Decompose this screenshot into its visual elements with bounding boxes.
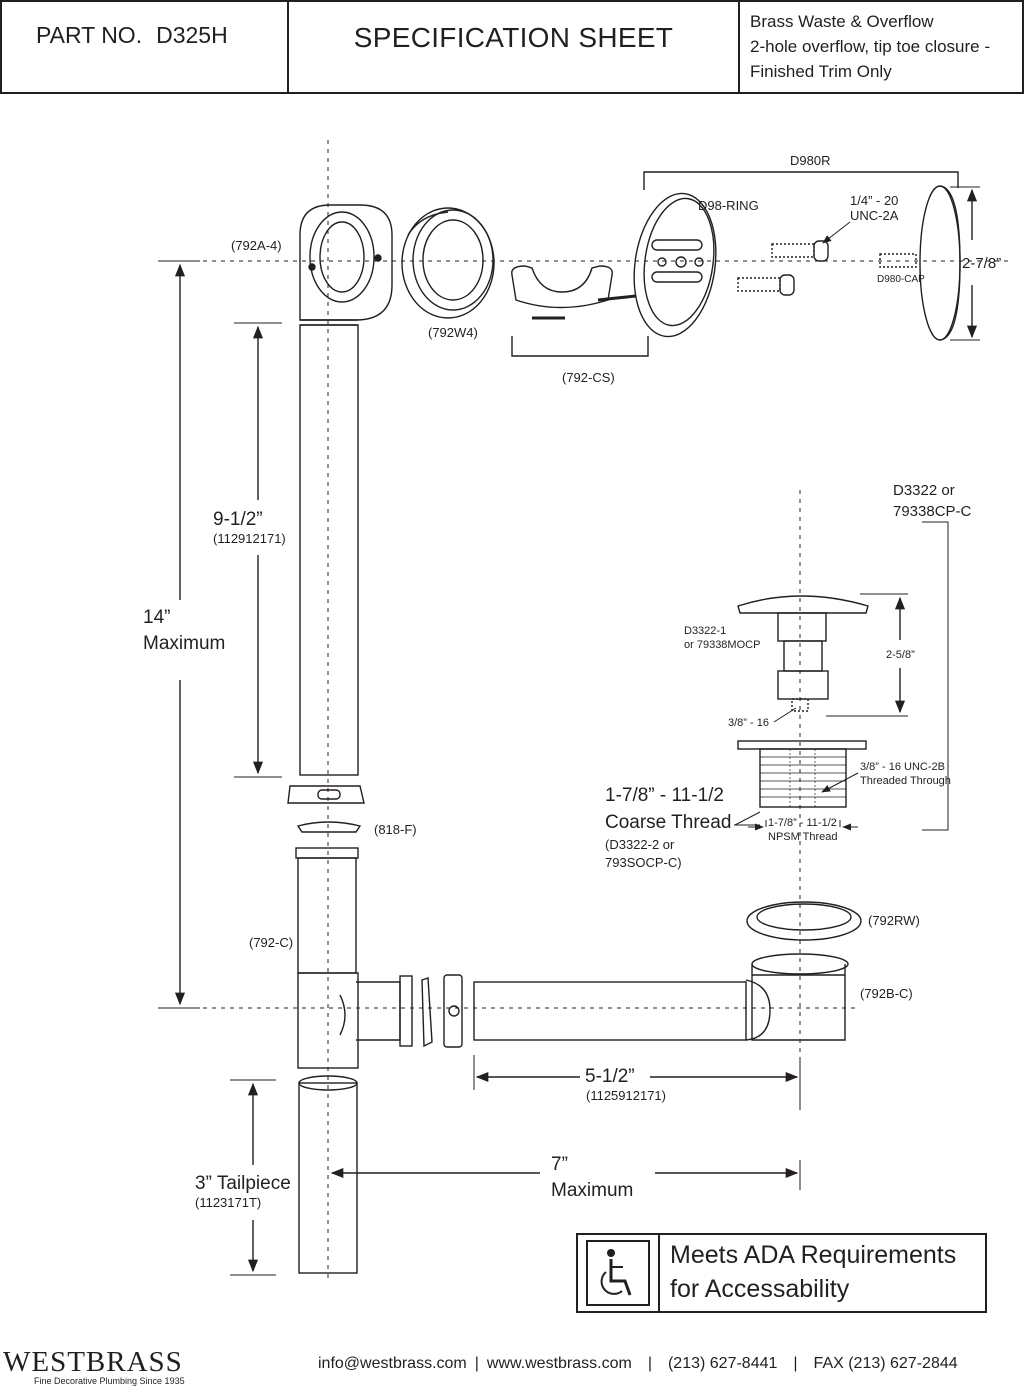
- elbow-792a4: [299, 204, 393, 326]
- label-818f: (818-F): [374, 822, 417, 837]
- label-dim-14: 14”: [143, 607, 170, 628]
- screw-top: [771, 240, 829, 262]
- label-screw-1: 1/4” - 20: [850, 193, 898, 208]
- label-dim-278: 2-7/8”: [962, 255, 1001, 272]
- label-792cs: (792-CS): [562, 370, 615, 385]
- label-d33221-1: D3322-1: [684, 625, 726, 637]
- stopper-d3322: [737, 595, 869, 712]
- label-tail-2: (1123171T): [195, 1195, 261, 1210]
- label-dim-14-sub: Maximum: [143, 633, 225, 654]
- label-792bc: (792B-C): [860, 986, 913, 1001]
- label-dim-7-sub: Maximum: [551, 1180, 633, 1201]
- description-line-2: 2-hole overflow, tip toe closure -: [750, 37, 991, 56]
- tailpiece: [298, 1075, 358, 1274]
- footer-email[interactable]: info@westbrass.com: [318, 1355, 467, 1372]
- footer-fax: FAX (213) 627-2844: [813, 1355, 958, 1372]
- westbrass-logo: WESTBRASS: [3, 1346, 183, 1378]
- description-line-1: Brass Waste & Overflow: [750, 12, 934, 31]
- footer-web[interactable]: www.westbrass.com: [486, 1355, 632, 1372]
- bracket-792cs: [511, 336, 649, 357]
- cap-screw: [879, 253, 917, 268]
- screw-bottom: [737, 274, 795, 296]
- label-coarse-3: (D3322-2 or: [605, 837, 675, 852]
- ring-d98: [633, 192, 717, 338]
- label-npsm-1: 1-7/8” - 11-1/2: [768, 817, 837, 829]
- label-dim-912-pn: (112912171): [213, 531, 286, 546]
- label-792c: (792-C): [249, 935, 293, 950]
- title-cell: SPECIFICATION SHEET: [289, 2, 740, 92]
- bracket-d3322: [922, 521, 949, 831]
- description-line-3: Finished Trim Only: [750, 62, 892, 81]
- label-dim-912: 9-1/2”: [213, 509, 263, 530]
- part-number-cell: PART NO. D325H: [2, 2, 289, 92]
- label-792rw: (792RW): [868, 913, 920, 928]
- label-d3322-1: D3322 or: [893, 482, 955, 499]
- logo-tagline: Fine Decorative Plumbing Since 1935: [34, 1376, 185, 1386]
- ada-box: Meets ADA Requirements for Accessability: [576, 1233, 987, 1313]
- label-coarse-1: 1-7/8” - 11-1/2: [605, 785, 724, 806]
- label-792w4: (792W4): [428, 325, 478, 340]
- cap-d980: [919, 185, 961, 341]
- label-d33221-2: or 79338MOCP: [684, 639, 760, 651]
- label-tail-1: 3” Tailpiece: [195, 1173, 291, 1194]
- label-unc2b-2: Threaded Through: [860, 775, 951, 787]
- footer-contact: info@westbrass.com|www.westbrass.com|(21…: [318, 1355, 958, 1372]
- clamp-792cs: [511, 265, 637, 320]
- label-thread-38: 3/8” - 16: [728, 717, 769, 729]
- shoe-792bc: [745, 953, 849, 1041]
- label-792a4: (792A-4): [231, 238, 282, 253]
- part-number: D325H: [156, 22, 228, 48]
- label-dim-258: 2-5/8”: [886, 649, 915, 661]
- label-dim-512-pn: (1125912171): [586, 1088, 666, 1103]
- drain-tube: [473, 981, 747, 1041]
- wheelchair-icon: [586, 1240, 650, 1306]
- description-cell: Brass Waste & Overflow 2-hole overflow, …: [740, 2, 1022, 92]
- label-d980r: D980R: [790, 153, 830, 168]
- header-box: PART NO. D325H SPECIFICATION SHEET Brass …: [0, 0, 1024, 94]
- label-screw-2: UNC-2A: [850, 208, 899, 223]
- washer-792rw: [746, 901, 862, 941]
- label-npsm-2: NPSM Thread: [768, 831, 838, 843]
- label-d980-cap: D980-CAP: [877, 274, 925, 285]
- label-dim-512: 5-1/2”: [585, 1066, 635, 1087]
- overflow-tube: [299, 324, 359, 776]
- drain-body: [737, 740, 867, 808]
- label-dim-7: 7”: [551, 1154, 568, 1175]
- nut-right: [421, 974, 463, 1048]
- page-title: SPECIFICATION SHEET: [353, 22, 674, 53]
- label-coarse-4: 793SOCP-C): [605, 855, 682, 870]
- part-label: PART NO.: [36, 22, 143, 48]
- label-d98-ring: D98-RING: [698, 198, 759, 213]
- ada-line-2: for Accessability: [670, 1275, 850, 1303]
- footer-phone: (213) 627-8441: [667, 1355, 778, 1372]
- label-d3322-2: 79338CP-C: [893, 503, 972, 520]
- gasket-818f: [287, 785, 365, 833]
- label-coarse-2: Coarse Thread: [605, 812, 731, 833]
- bracket-d980r: [643, 171, 959, 190]
- label-unc2b-1: 3/8” - 16 UNC-2B: [860, 761, 945, 773]
- ada-line-1: Meets ADA Requirements: [670, 1241, 956, 1269]
- tee-792c: [295, 847, 413, 1069]
- washer-792w4: [401, 207, 495, 319]
